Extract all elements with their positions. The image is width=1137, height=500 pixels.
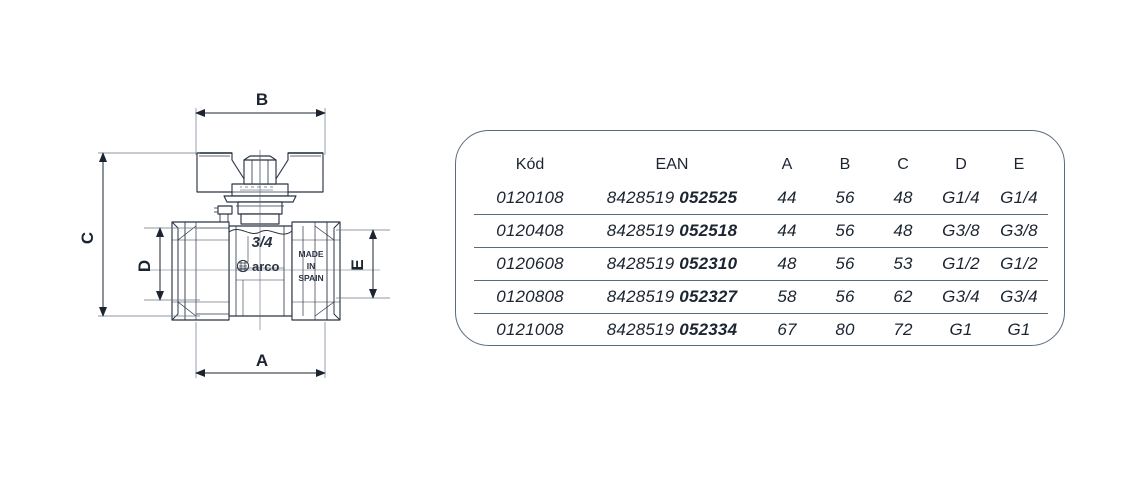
ean-prefix: 8428519 xyxy=(606,221,675,240)
cell-kod: 0120408 xyxy=(474,214,586,248)
dimension-label-e: E xyxy=(348,259,367,270)
cell-c: 53 xyxy=(874,247,932,281)
cell-d: G1/4 xyxy=(942,188,980,207)
table-header-row: Kód EAN A B C D E xyxy=(474,148,1048,182)
table-header: Kód EAN A B C D E xyxy=(474,148,1048,182)
column-header-kod: Kód xyxy=(515,156,545,173)
cell-c: 62 xyxy=(874,280,932,314)
in-text: IN xyxy=(307,261,316,271)
ean-suffix: 052310 xyxy=(679,254,738,273)
cell-c: 48 xyxy=(874,214,932,248)
cell-ean: 8428519 052525 xyxy=(586,182,758,215)
dimension-a: A xyxy=(195,322,326,378)
table-row: 0120108 8428519 052525 44 56 48 G1/4 G1/4 xyxy=(474,182,1048,215)
ean-prefix: 8428519 xyxy=(606,320,675,339)
cell-e: G1/2 xyxy=(990,247,1048,281)
cell-d: G1 xyxy=(932,313,990,346)
column-header-b: B xyxy=(839,156,851,173)
dimension-c: C xyxy=(78,152,200,317)
cell-e: G3/4 xyxy=(990,280,1048,314)
valve-size-marking: 3/4 xyxy=(252,234,274,251)
cell-ean: 8428519 052310 xyxy=(586,247,758,281)
ean-suffix: 052518 xyxy=(679,221,738,240)
cell-ean: 8428519 052518 xyxy=(586,214,758,248)
cell-a: 48 xyxy=(758,247,816,281)
ean-prefix: 8428519 xyxy=(606,254,675,273)
cell-b: 56 xyxy=(816,247,874,281)
column-header-c: C xyxy=(897,156,909,173)
arco-brand-text: arco xyxy=(252,259,280,274)
body-markings: 3/4 arco MADE IN SPAIN xyxy=(236,234,324,283)
made-text: MADE xyxy=(298,249,323,259)
cell-a: 67 xyxy=(758,313,816,346)
cell-kod: 0120608 xyxy=(474,247,586,281)
cell-b: 56 xyxy=(816,280,874,314)
cell-d: G3/4 xyxy=(932,280,990,314)
cell-a: 58 xyxy=(758,280,816,314)
dimension-b: B xyxy=(195,90,326,155)
cell-e: G1 xyxy=(990,313,1048,346)
cell-e: G3/8 xyxy=(990,214,1048,248)
column-header-a: A xyxy=(781,156,793,173)
cell-c: 48 xyxy=(893,188,913,207)
ean-suffix: 052327 xyxy=(679,287,738,306)
column-header-d: D xyxy=(955,156,967,173)
valve-technical-drawing: 3/4 arco MADE IN SPAIN B xyxy=(0,0,430,500)
cell-c: 72 xyxy=(874,313,932,346)
valve-drawing-svg: 3/4 arco MADE IN SPAIN B xyxy=(78,90,390,378)
ean-suffix: 052334 xyxy=(679,320,738,339)
column-header-ean: EAN xyxy=(655,156,689,173)
dimension-label-c: C xyxy=(78,232,97,244)
dimension-e: E xyxy=(336,229,390,299)
valve-body xyxy=(171,221,341,321)
ean-prefix: 8428519 xyxy=(606,188,675,207)
spain-text: SPAIN xyxy=(298,273,323,283)
column-header-e: E xyxy=(1013,156,1025,173)
ean-suffix: 052525 xyxy=(679,188,738,207)
dimension-label-a: A xyxy=(256,351,268,370)
cell-kod: 0120108 xyxy=(496,188,564,207)
cell-kod: 0120808 xyxy=(474,280,586,314)
dimension-d: D xyxy=(135,227,200,301)
cell-a: 44 xyxy=(777,188,797,207)
cell-e: G1/4 xyxy=(1000,188,1038,207)
cell-kod: 0121008 xyxy=(474,313,586,346)
cell-d: G1/2 xyxy=(932,247,990,281)
valve-geometry xyxy=(150,150,380,330)
cell-a: 44 xyxy=(758,214,816,248)
dimension-label-b: B xyxy=(256,90,268,109)
dimension-label-d: D xyxy=(135,260,154,272)
cell-b: 80 xyxy=(816,313,874,346)
cell-ean: 8428519 052327 xyxy=(586,280,758,314)
cell-b: 56 xyxy=(835,188,855,207)
arco-logo-emblem xyxy=(236,259,250,273)
cell-d: G3/8 xyxy=(932,214,990,248)
cell-ean: 8428519 052334 xyxy=(586,313,758,346)
ean-prefix: 8428519 xyxy=(606,287,675,306)
cell-b: 56 xyxy=(816,214,874,248)
